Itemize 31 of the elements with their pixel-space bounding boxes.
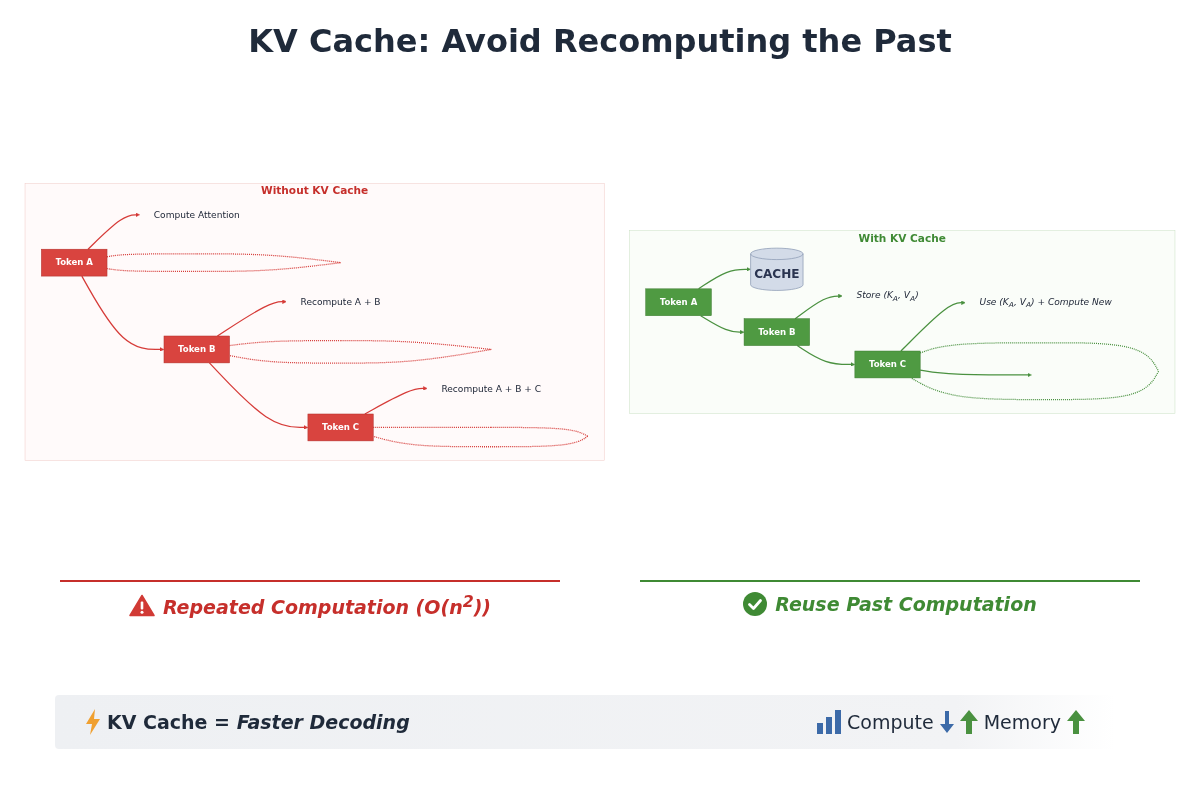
- result-note: Repeated Computation (O(n$^{2}$)): [162, 592, 492, 619]
- metric-label: Compute: [847, 711, 934, 733]
- arrow: [216, 299, 287, 337]
- arrow: [919, 369, 1032, 378]
- arrow: [87, 212, 140, 250]
- node-text: Recompute A + B: [300, 296, 381, 307]
- node-text: Store (K$_{A}$, V$_{A}$): [856, 289, 919, 303]
- node-box: Token B: [163, 335, 230, 364]
- arrow: [700, 315, 745, 335]
- node-box: Token A: [645, 288, 712, 316]
- connector: [106, 253, 342, 273]
- summary-text: KV Cache = Faster Decoding: [107, 711, 410, 733]
- diagram-title: KV Cache: Avoid Recomputing the Past: [247, 21, 953, 62]
- arrow: [900, 300, 966, 352]
- arrow: [796, 344, 856, 367]
- arrow: [364, 386, 428, 415]
- arrow: [81, 275, 165, 352]
- node-text: Use (K$_{A}$, V$_{A}$) + Compute New: [979, 296, 1112, 310]
- result-note: Reuse Past Computation: [775, 593, 1037, 615]
- connector: [228, 340, 492, 364]
- node-text: Recompute A + B + C: [441, 383, 542, 394]
- arrow: [208, 362, 309, 430]
- metric-label: Memory: [983, 711, 1061, 733]
- node-box: Token C: [307, 413, 374, 442]
- arrow: [794, 293, 843, 320]
- node-text: Compute Attention: [153, 209, 240, 221]
- connector: [372, 426, 589, 448]
- node-box: Token A: [41, 248, 108, 277]
- node-box: Token B: [743, 318, 810, 346]
- node-box: Token C: [854, 350, 921, 379]
- arrow: [698, 267, 751, 290]
